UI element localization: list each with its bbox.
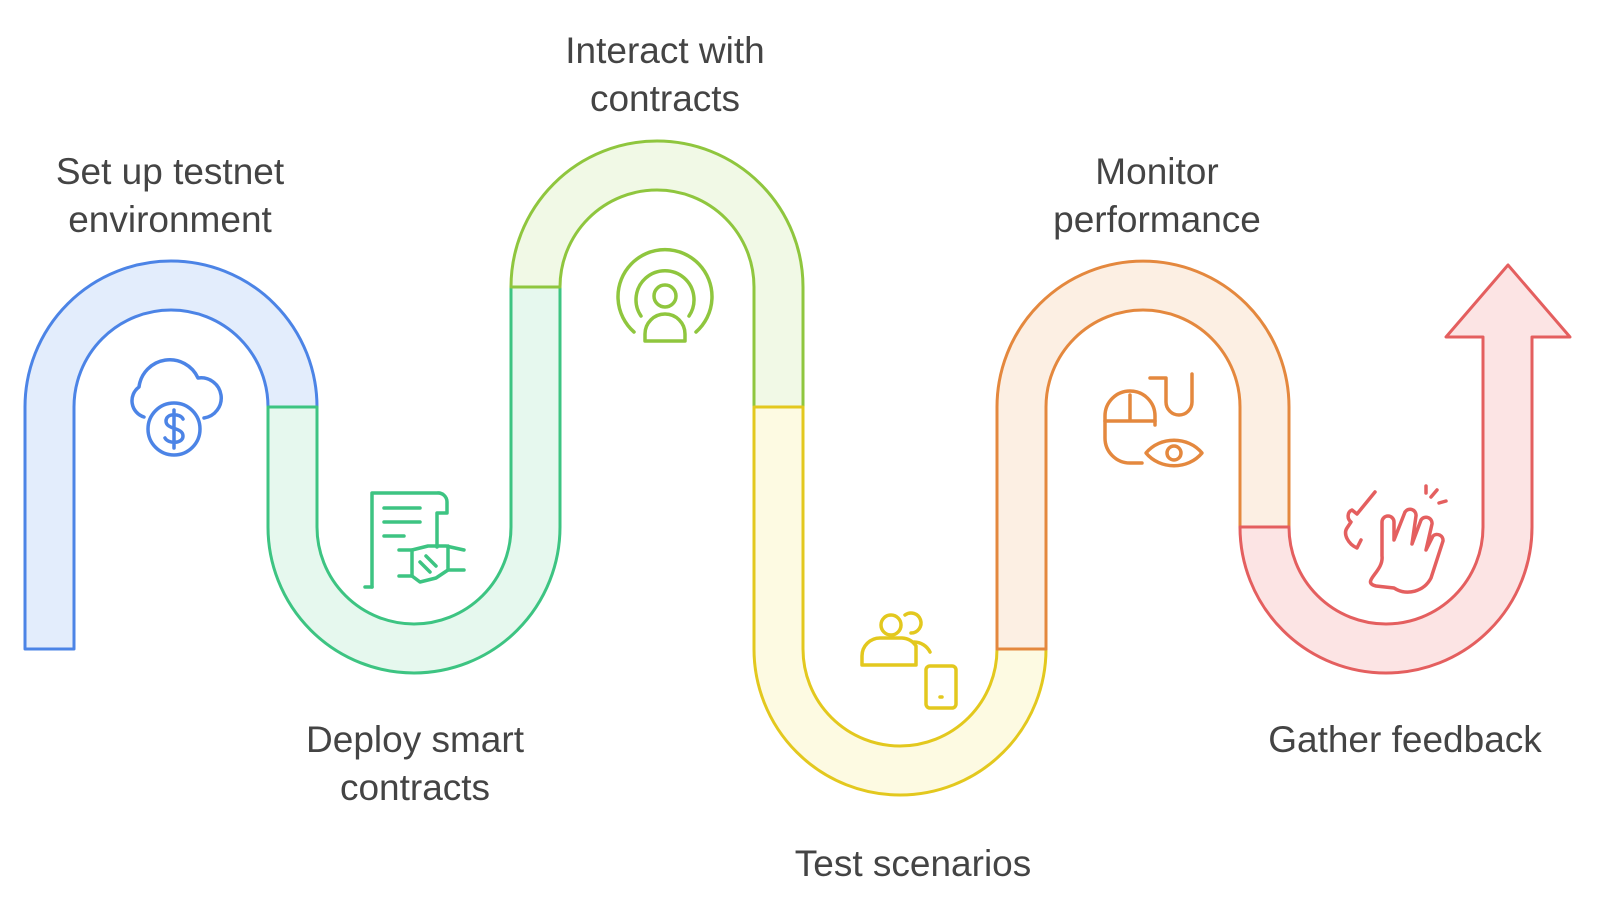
step-label-setup-line2: environment	[68, 199, 272, 240]
path-segment-deploy	[266, 285, 562, 675]
step-label-test: Test scenarios	[770, 840, 1056, 888]
step-label-monitor-line2: performance	[1053, 199, 1261, 240]
step-label-interact-line2: contracts	[589, 78, 741, 119]
mouse-eye-icon	[1103, 372, 1204, 468]
broadcast-user-icon	[616, 247, 714, 343]
step-label-deploy: Deploy smart contracts	[285, 716, 545, 812]
step-label-setup-line1: Set up testnet	[55, 151, 285, 192]
path-segment-test	[752, 405, 1048, 797]
step-label-test-line1: Test scenarios	[794, 843, 1032, 884]
clapping-hands-icon	[1343, 484, 1448, 594]
step-label-feedback: Gather feedback	[1238, 716, 1572, 764]
step-label-interact: Interact with contracts	[527, 27, 803, 123]
step-label-monitor-line1: Monitor	[1095, 151, 1219, 192]
contract-handshake-icon	[363, 491, 466, 589]
step-label-feedback-line1: Gather feedback	[1268, 719, 1542, 760]
cloud-dollar-icon	[130, 358, 223, 457]
step-label-deploy-line2: contracts	[339, 767, 491, 808]
step-label-deploy-line1: Deploy smart	[306, 719, 524, 760]
step-label-monitor: Monitor performance	[1012, 148, 1302, 244]
users-mobile-icon	[860, 611, 958, 710]
path-segment-feedback	[1238, 263, 1572, 675]
step-label-setup: Set up testnet environment	[40, 148, 300, 244]
path-segment-setup	[23, 259, 319, 651]
path-segment-monitor	[995, 259, 1291, 651]
step-label-interact-line1: Interact with	[565, 30, 765, 71]
path-segment-interact	[509, 139, 805, 409]
